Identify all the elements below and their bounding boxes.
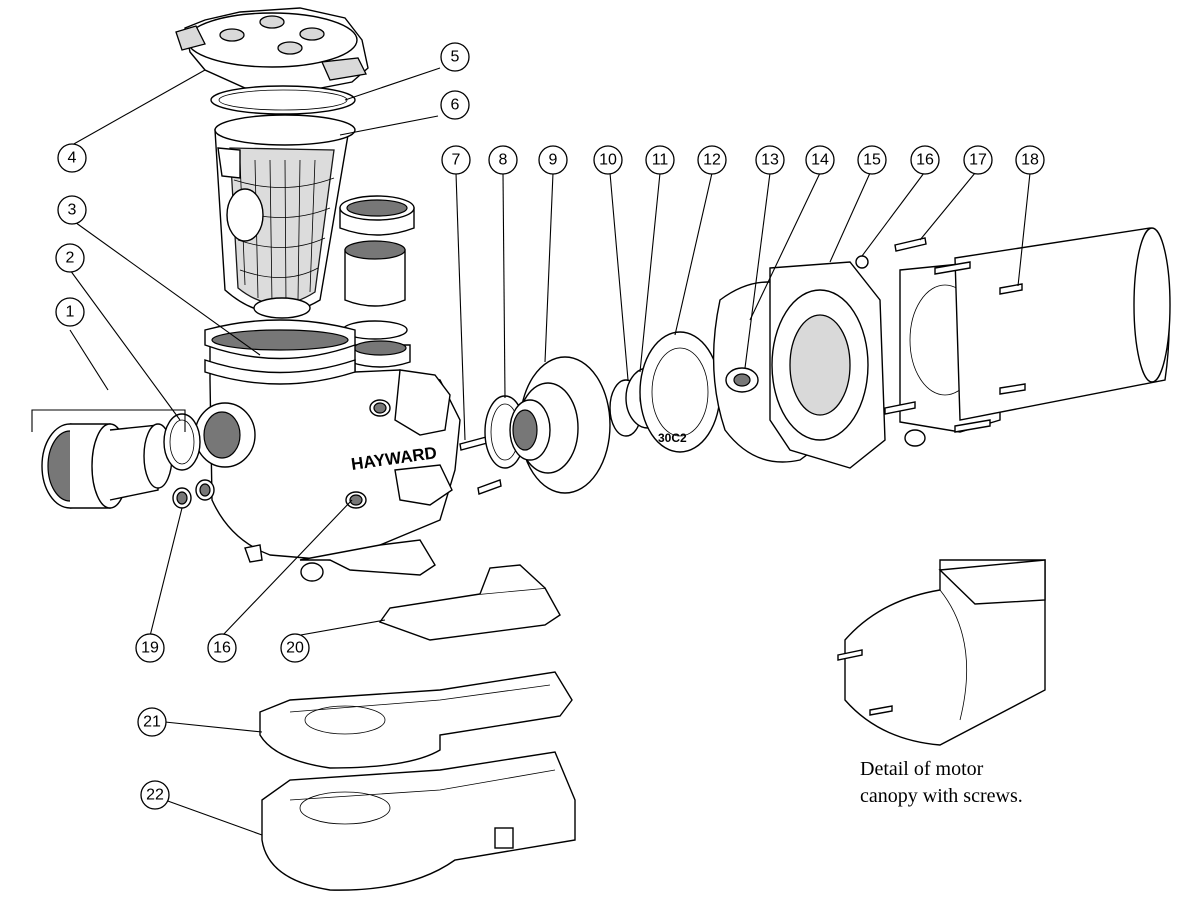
callout-9: 9	[538, 145, 568, 175]
callout-7: 7	[441, 145, 471, 175]
callout-18: 18	[1015, 145, 1045, 175]
svg-text:8: 8	[499, 152, 508, 169]
svg-text:11: 11	[652, 152, 669, 169]
callout-22: 22	[140, 780, 170, 810]
svg-text:22: 22	[146, 787, 164, 804]
callout-8: 8	[488, 145, 518, 175]
svg-text:16: 16	[213, 640, 231, 657]
base-small	[259, 671, 573, 769]
svg-text:10: 10	[599, 152, 617, 169]
svg-text:12: 12	[703, 152, 721, 169]
union-o-ring	[163, 413, 201, 471]
motor-body	[954, 227, 1171, 421]
detail-caption-line-2: canopy with screws.	[860, 785, 1023, 807]
detail-caption-line-1: Detail of motor	[860, 758, 984, 780]
union-ring-upper	[339, 195, 415, 368]
callout-12: 12	[697, 145, 727, 175]
svg-text:15: 15	[863, 152, 881, 169]
strainer-lid	[175, 7, 369, 93]
svg-text:1: 1	[66, 304, 75, 321]
callout-17: 17	[963, 145, 993, 175]
motor-drain-plug	[904, 429, 926, 447]
callout-15: 15	[857, 145, 887, 175]
callout-6: 6	[440, 90, 470, 120]
callout-4: 4	[57, 143, 87, 173]
impeller-code: 30C2	[658, 431, 687, 445]
callout-16-bottom: 16	[207, 633, 237, 663]
pump-housing: HAYWARD	[194, 319, 461, 582]
callout-14: 14	[805, 145, 835, 175]
motor-canopy-detail	[837, 559, 1046, 746]
svg-text:14: 14	[811, 152, 829, 169]
callout-2: 2	[55, 243, 85, 273]
union-assembly	[41, 423, 173, 509]
lid-o-ring	[210, 85, 356, 115]
leader-lines	[31, 67, 1031, 836]
svg-text:20: 20	[286, 640, 304, 657]
base-spacer	[378, 564, 561, 641]
svg-text:17: 17	[969, 152, 987, 169]
drain-plugs	[172, 479, 215, 509]
callout-16-top: 16	[910, 145, 940, 175]
seal-plate: 30C2	[639, 331, 721, 453]
callout-21: 21	[137, 707, 167, 737]
shaft-seal	[725, 367, 759, 393]
svg-text:13: 13	[761, 152, 779, 169]
callout-1: 1	[55, 297, 85, 327]
motor-bracket	[769, 255, 886, 469]
motor-screws	[884, 237, 1026, 433]
callout-3: 3	[57, 195, 87, 225]
callout-10: 10	[593, 145, 623, 175]
svg-text:4: 4	[68, 150, 77, 167]
callout-20: 20	[280, 633, 310, 663]
svg-text:5: 5	[451, 49, 460, 66]
strainer-basket	[214, 114, 356, 319]
diffuser	[509, 356, 611, 494]
svg-text:9: 9	[549, 152, 558, 169]
callout-13: 13	[755, 145, 785, 175]
svg-text:21: 21	[143, 714, 161, 731]
svg-text:3: 3	[68, 202, 77, 219]
svg-text:2: 2	[66, 250, 75, 267]
base-large	[261, 751, 576, 891]
svg-text:7: 7	[452, 152, 461, 169]
svg-text:16: 16	[916, 152, 934, 169]
svg-text:19: 19	[141, 640, 159, 657]
callout-5: 5	[440, 42, 470, 72]
detail-caption: Detail of motor canopy with screws.	[860, 756, 1023, 810]
callout-11: 11	[645, 145, 675, 175]
svg-text:6: 6	[451, 97, 460, 114]
callout-19: 19	[135, 633, 165, 663]
svg-text:18: 18	[1021, 152, 1039, 169]
